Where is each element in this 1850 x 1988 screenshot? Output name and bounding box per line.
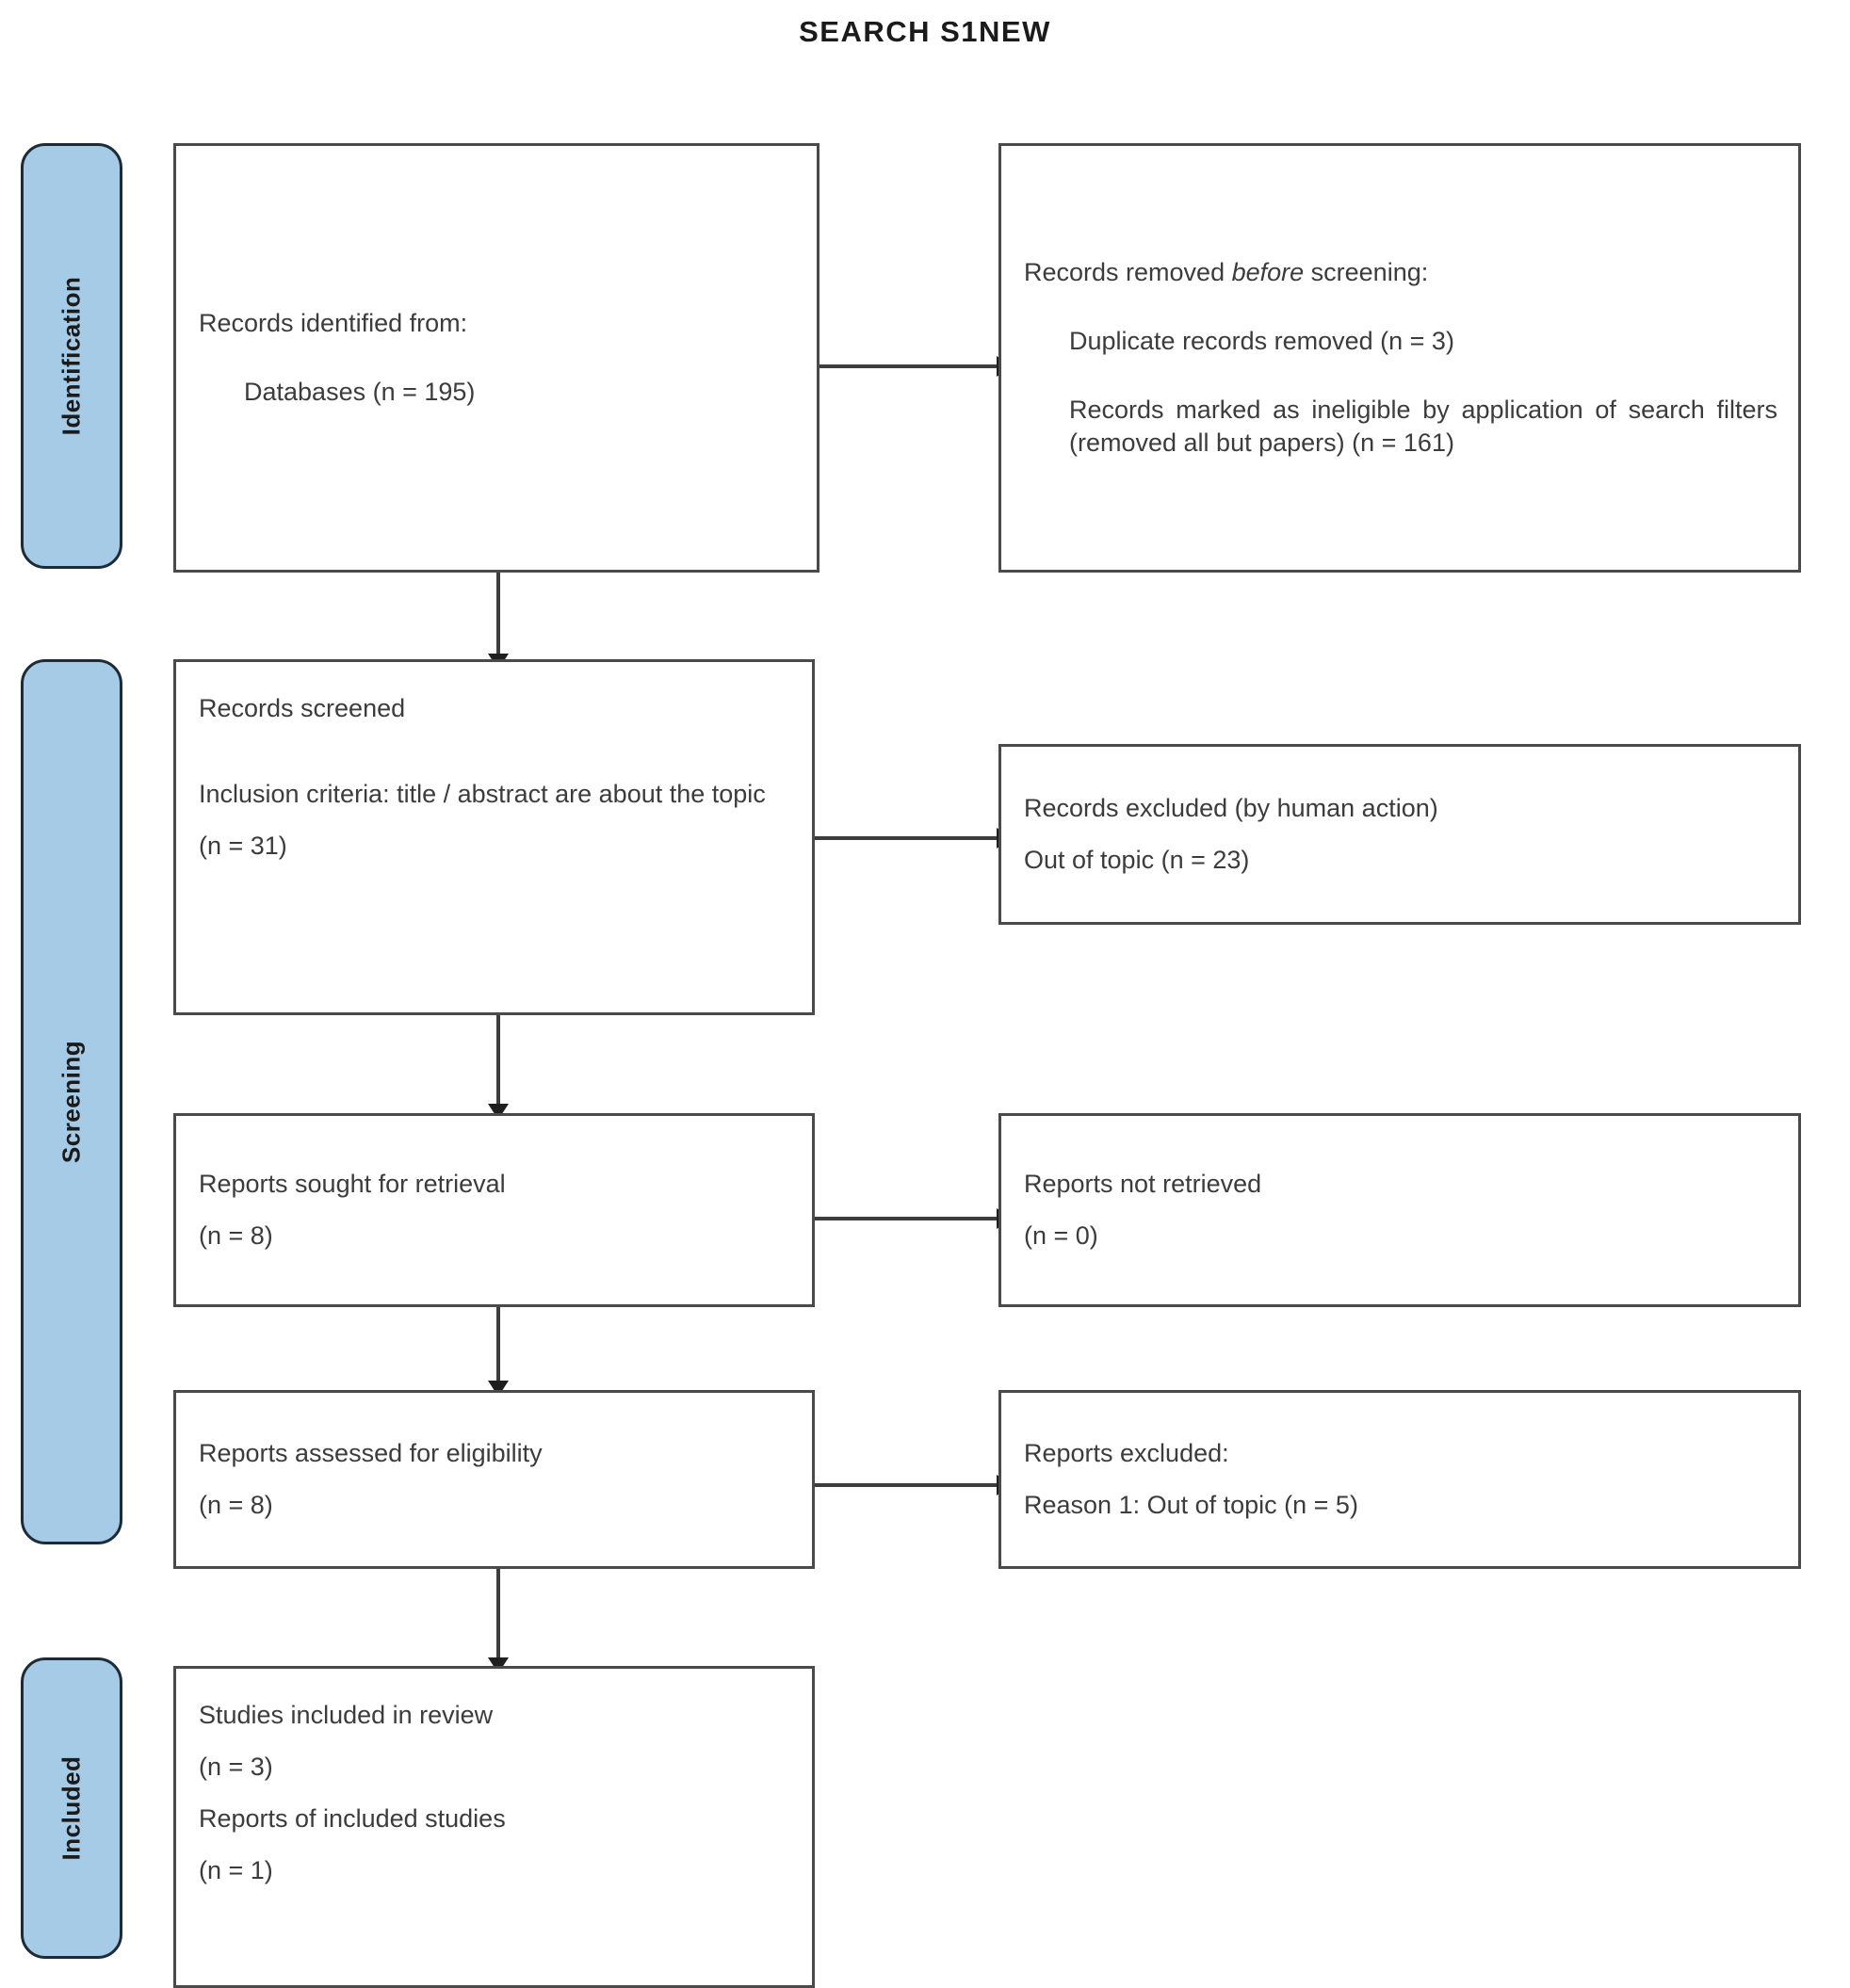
records-removed-item-1: Duplicate records removed (n = 3) [1069, 326, 1454, 355]
box-records-removed: Records removed before screening: Duplic… [998, 143, 1801, 573]
records-removed-heading-prefix: Records removed [1024, 257, 1232, 286]
box-studies-included: Studies included in review (n = 3) Repor… [173, 1666, 815, 1988]
reports-sought-line-2: (n = 8) [199, 1221, 273, 1250]
connector-screened-to-excluded [815, 836, 999, 840]
stage-label-included: Included [57, 1755, 86, 1861]
records-removed-heading: Records removed before screening: [1024, 256, 1777, 289]
records-screened-line-2: Inclusion criteria: title / abstract are… [199, 780, 766, 809]
box-records-excluded: Records excluded (by human action) Out o… [998, 744, 1801, 925]
studies-included-line-1: Studies included in review [199, 1701, 494, 1729]
box-reports-not-retrieved: Reports not retrieved (n = 0) [998, 1113, 1801, 1307]
box-records-screened: Records screened Inclusion criteria: tit… [173, 659, 815, 1015]
connector-assessed-to-excluded [815, 1483, 999, 1487]
records-screened-line-1: Records screened [199, 694, 406, 722]
reports-sought-line-1: Reports sought for retrieval [199, 1169, 506, 1198]
connector-identified-to-screened [496, 573, 500, 664]
records-excluded-line-2: Out of topic (n = 23) [1024, 846, 1250, 874]
box-records-identified: Records identified from: Databases (n = … [173, 143, 820, 573]
records-identified-line-1: Records identified from: [199, 308, 468, 337]
records-excluded-line-1: Records excluded (by human action) [1024, 793, 1438, 822]
reports-excluded-line-1: Reports excluded: [1024, 1438, 1229, 1467]
connector-identified-to-removed [820, 364, 998, 368]
stage-pill-included: Included [21, 1657, 122, 1959]
page-title: SEARCH S1NEW [799, 15, 1051, 48]
records-removed-item-2: Records marked as ineligible by applicat… [1069, 396, 1777, 458]
connector-sought-to-not-retrieved [815, 1217, 999, 1220]
reports-excluded-line-2: Reason 1: Out of topic (n = 5) [1024, 1491, 1358, 1519]
stage-label-screening: Screening [57, 1040, 86, 1164]
stage-label-identification: Identification [57, 276, 86, 436]
records-screened-line-3: (n = 31) [199, 832, 287, 861]
records-removed-heading-suffix: screening: [1304, 257, 1429, 286]
studies-included-line-4: (n = 1) [199, 1856, 273, 1885]
reports-not-retrieved-line-1: Reports not retrieved [1024, 1169, 1262, 1198]
studies-included-line-3: Reports of included studies [199, 1804, 506, 1834]
reports-assessed-line-1: Reports assessed for eligibility [199, 1438, 543, 1467]
stage-pill-identification: Identification [21, 143, 122, 569]
reports-not-retrieved-line-2: (n = 0) [1024, 1221, 1098, 1250]
reports-assessed-line-2: (n = 8) [199, 1491, 273, 1519]
studies-included-line-2: (n = 3) [199, 1753, 273, 1782]
box-reports-assessed: Reports assessed for eligibility (n = 8) [173, 1390, 815, 1569]
connector-sought-to-assessed [496, 1307, 500, 1390]
box-reports-sought: Reports sought for retrieval (n = 8) [173, 1113, 815, 1307]
connector-screened-to-sought [496, 1015, 500, 1113]
records-removed-heading-italic: before [1231, 257, 1305, 286]
stage-pill-screening: Screening [21, 659, 122, 1544]
records-identified-line-2: Databases (n = 195) [244, 378, 476, 406]
connector-assessed-to-included [496, 1568, 500, 1666]
box-reports-excluded: Reports excluded: Reason 1: Out of topic… [998, 1390, 1801, 1569]
